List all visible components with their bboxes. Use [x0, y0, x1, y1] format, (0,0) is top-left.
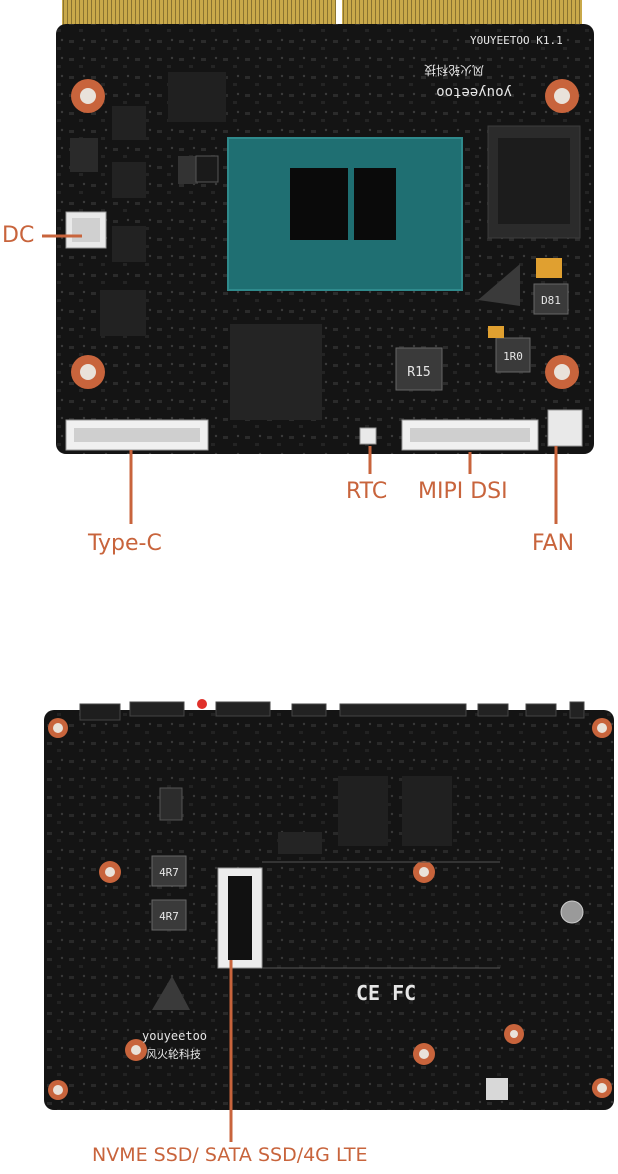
ic-chip	[112, 106, 146, 140]
button-component	[486, 1078, 508, 1100]
callout-type-c: Type-C	[88, 531, 162, 556]
ic-chip	[278, 832, 322, 854]
ic-chip	[402, 776, 452, 846]
tantalum-capacitor	[536, 258, 562, 278]
callout-rtc: RTC	[346, 479, 388, 504]
mounting-hole	[592, 718, 612, 738]
fan-connector	[547, 409, 583, 447]
brand-logo: youyeetoo	[142, 1029, 207, 1043]
hdmi-port	[477, 703, 509, 717]
mounting-hole	[545, 79, 579, 113]
mounting-hole	[413, 861, 435, 883]
callout-fan: FAN	[532, 531, 575, 556]
cpu-die	[290, 168, 348, 240]
inductor: 1R0	[495, 337, 531, 373]
capacitor	[159, 787, 183, 821]
mounting-hole	[413, 1043, 435, 1065]
svg-text:1R0: 1R0	[503, 350, 523, 363]
mounting-hole	[504, 1024, 524, 1044]
brand-logo: youyeetoo	[436, 84, 512, 100]
lan-port	[339, 703, 467, 717]
mounting-hole	[71, 355, 105, 389]
svg-text:D81: D81	[541, 294, 561, 307]
ic-chip	[168, 72, 226, 122]
bottom-board: 4R7 4R7 CE FC youyeetoo 风火轮科技	[44, 699, 614, 1110]
capacitor	[195, 155, 219, 183]
mounting-hole	[48, 1080, 68, 1100]
svg-text:4R7: 4R7	[159, 866, 179, 879]
svg-text:R15: R15	[407, 365, 430, 380]
usb-port	[215, 701, 271, 717]
mounting-hole	[71, 79, 105, 113]
board-silkscreen: YOUYEETOO K1.1	[470, 34, 563, 47]
ic-chip	[338, 776, 388, 846]
callout-dc: DC	[2, 223, 35, 248]
mounting-hole	[125, 1039, 147, 1061]
mounting-hole	[592, 1078, 612, 1098]
inductor: 4R7	[151, 899, 187, 931]
svg-text:4R7: 4R7	[159, 910, 179, 923]
type-c-port	[291, 703, 327, 717]
ic-chip	[100, 290, 146, 336]
callout-nvme: NVME SSD/ SATA SSD/4G LTE	[92, 1144, 368, 1166]
warning-triangle-icon	[478, 264, 520, 306]
mounting-hole	[545, 355, 579, 389]
callout-mipi-dsi: MIPI DSI	[418, 479, 508, 504]
callout-lines	[42, 234, 558, 524]
certification-marks: CE FC	[356, 981, 416, 1005]
warning-triangle-icon	[152, 976, 190, 1010]
ic-chip	[112, 226, 146, 262]
usb-port	[129, 701, 185, 717]
inductor: 4R7	[151, 855, 187, 887]
led-indicator	[197, 699, 207, 709]
capacitor	[178, 156, 198, 184]
rtc-battery	[560, 900, 584, 924]
pch-die	[354, 168, 396, 240]
mounting-hole	[99, 861, 121, 883]
inductor: R15	[395, 347, 443, 391]
brand-cjk-logo: 风火轮科技	[424, 63, 484, 77]
inductor: D81	[533, 283, 569, 315]
capacitor	[70, 138, 98, 172]
mounting-hole	[48, 718, 68, 738]
audio-jack	[569, 701, 585, 719]
dc-jack	[79, 703, 121, 721]
ram-chip	[230, 324, 322, 420]
top-board: R15 1R0 D81 YOUYEETOO K1.1 youyeetoo 风火轮…	[56, 0, 594, 454]
ic-chip	[112, 162, 146, 198]
brand-cjk-logo: 风火轮科技	[146, 1047, 201, 1061]
hdmi-port	[525, 703, 557, 717]
rtc-connector	[359, 427, 377, 445]
